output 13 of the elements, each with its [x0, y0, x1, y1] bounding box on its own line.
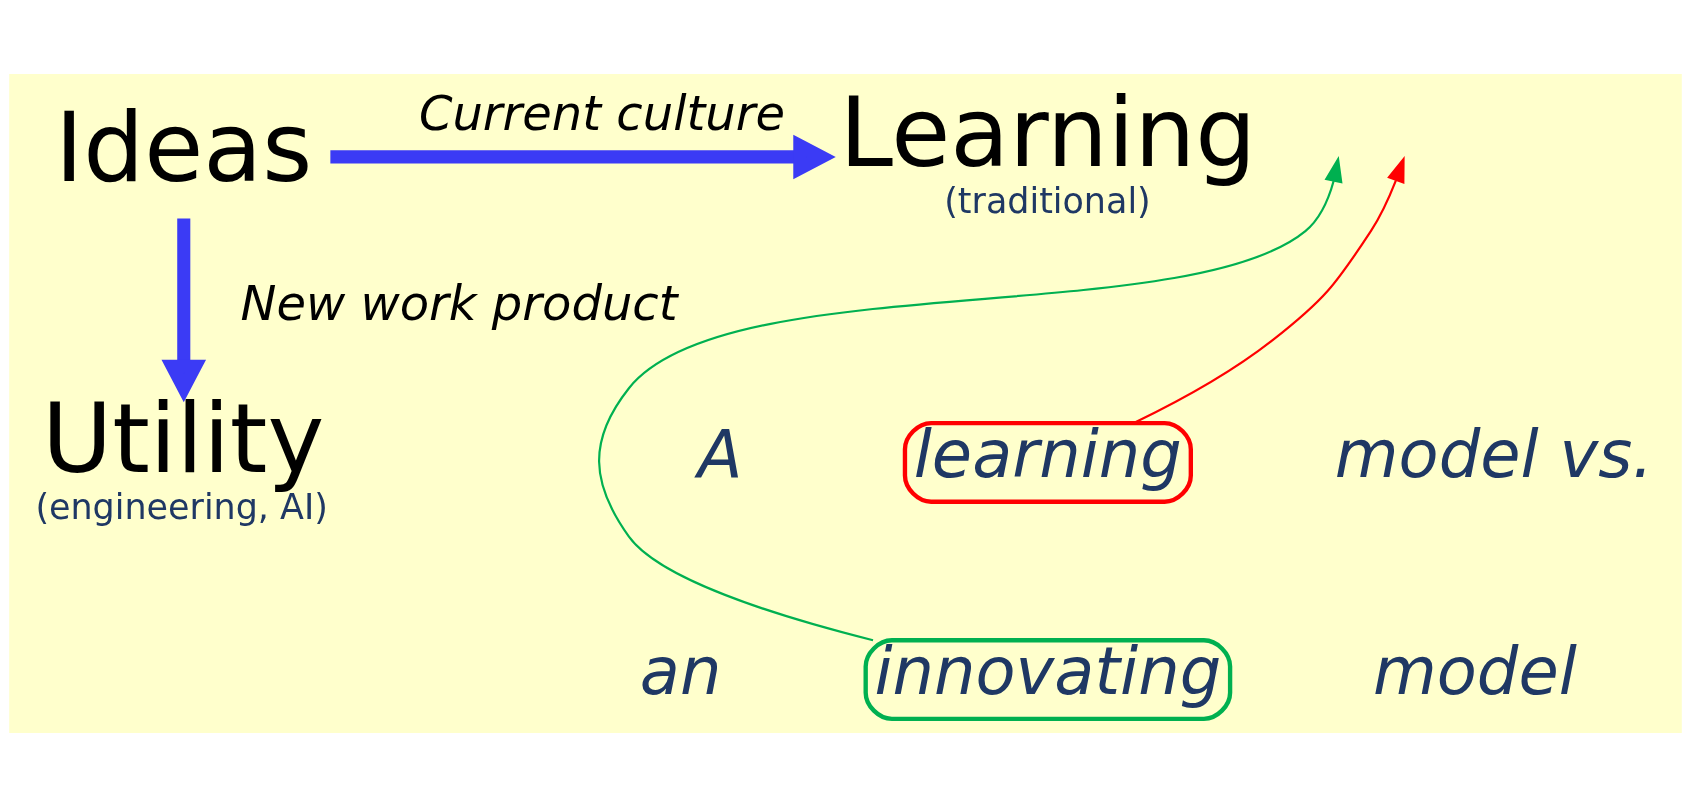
label: model	[1373, 632, 1577, 709]
label: model vs.	[1334, 415, 1654, 492]
arrow	[598, 155, 1343, 641]
arrow	[161, 218, 207, 402]
arrow	[1133, 155, 1405, 424]
arrow	[330, 134, 836, 179]
node-label: (traditional)	[944, 180, 1151, 221]
node-box: learning	[902, 420, 1193, 504]
label: an	[639, 632, 722, 709]
node-text: Ideas	[55, 91, 313, 204]
edge-label: Current culture	[418, 84, 785, 141]
edge-label: New work product	[240, 274, 678, 331]
node-box: innovating	[863, 637, 1233, 721]
